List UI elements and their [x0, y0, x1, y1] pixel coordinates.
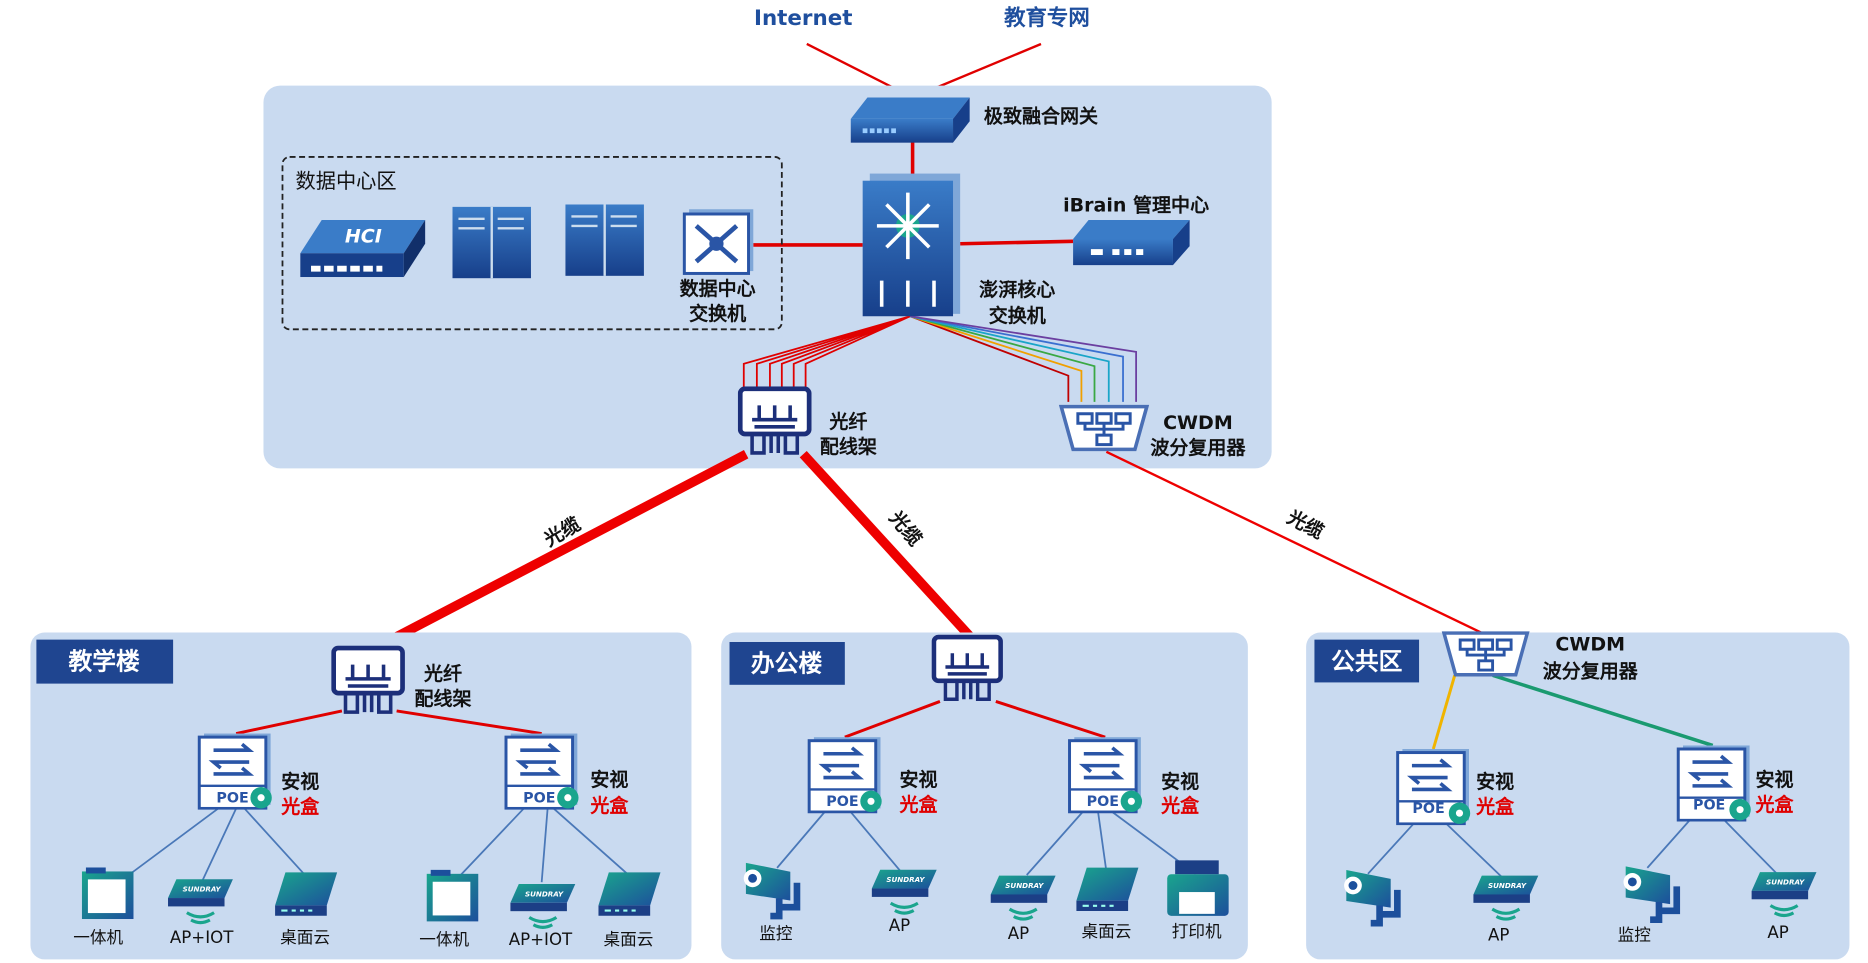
box-sub: 光盒 — [899, 793, 939, 816]
building-name: 公共区 — [1331, 647, 1403, 675]
data-center-label: 数据中心区 — [296, 169, 397, 193]
box-title: 安视 — [900, 768, 938, 791]
data-center-zone — [281, 156, 783, 331]
all-in-one-icon — [81, 867, 134, 920]
device-label: 监控 — [759, 924, 793, 943]
ap-brand-label: SUNDRAY — [1488, 881, 1527, 890]
device-label: 一体机 — [73, 928, 123, 947]
box-title: 安视 — [1161, 770, 1199, 793]
server-icon — [452, 206, 531, 279]
poe-label: POE — [216, 791, 248, 807]
cwdm-icon — [1059, 404, 1149, 452]
device-label: 监控 — [1618, 925, 1652, 944]
dc-switch-label-2: 交换机 — [689, 302, 746, 325]
box-sub: 光盒 — [280, 795, 320, 818]
core-zone — [263, 85, 1272, 469]
building-label-bg — [729, 642, 845, 685]
box-sub: 光盒 — [1755, 793, 1795, 816]
cwdm-icon — [1442, 631, 1530, 677]
poe-label: POE — [1693, 798, 1725, 814]
device-label: 桌面云 — [1081, 922, 1131, 941]
building-name: 办公楼 — [751, 650, 823, 678]
device-label: 打印机 — [1172, 922, 1222, 941]
gateway-label: 极致融合网关 — [984, 104, 1098, 127]
hci-label: HCI — [345, 226, 382, 248]
dc-switch-label-1: 数据中心 — [680, 277, 756, 300]
device-label: AP+IOT — [170, 928, 234, 947]
building-label-bg — [36, 639, 174, 684]
ap-brand-label: SUNDRAY — [886, 875, 925, 884]
patch-panel-label-2: 配线架 — [820, 435, 877, 458]
poe-label: POE — [523, 791, 555, 807]
building-name: 教学楼 — [69, 647, 141, 675]
core-switch-label-1: 澎湃核心 — [979, 278, 1055, 301]
device-label: AP — [889, 916, 910, 935]
device-label: AP+IOT — [509, 930, 573, 949]
fiber-fanout — [742, 315, 1138, 402]
core-switch-label-2: 交换机 — [989, 304, 1046, 327]
cable-label: 光缆 — [1283, 505, 1328, 544]
patch-panel-label-1: 光纤 — [423, 662, 462, 685]
gateway-icon — [850, 97, 970, 143]
building-label-bg — [1314, 639, 1420, 683]
trunk-cables — [373, 449, 1482, 653]
edu-net-label: 教育专网 — [1004, 5, 1090, 31]
server-icon — [565, 204, 644, 276]
cwdm-label-1: CWDM — [1163, 412, 1233, 434]
box-title: 安视 — [281, 770, 319, 793]
ibrain-label: iBrain 管理中心 — [1063, 194, 1209, 217]
internet-label: Internet — [754, 6, 852, 31]
ap-brand-label: SUNDRAY — [1005, 881, 1044, 890]
device-label: 一体机 — [419, 930, 469, 949]
box-sub: 光盒 — [589, 794, 629, 817]
core-links — [753, 140, 1074, 247]
all-in-one-icon — [426, 869, 479, 922]
fiber-link — [1492, 673, 1714, 748]
dc-switch-icon — [682, 209, 754, 275]
patch-panel-label-2: 配线架 — [414, 687, 471, 710]
device-label: AP — [1008, 924, 1029, 943]
cwdm-label-1: CWDM — [1555, 633, 1625, 655]
box-title: 安视 — [1476, 770, 1514, 793]
box-sub: 光盒 — [1160, 794, 1200, 817]
device-label: 桌面云 — [604, 930, 654, 949]
device-label: AP — [1488, 925, 1509, 944]
fiber-link — [1431, 674, 1457, 750]
access-links — [235, 700, 1106, 739]
cwdm-label-2: 波分复用器 — [1543, 660, 1639, 683]
patch-panel-label-1: 光纤 — [828, 410, 867, 433]
ibrain-icon — [1073, 219, 1190, 266]
cwdm-label-2: 波分复用器 — [1150, 436, 1246, 459]
poe-label: POE — [1412, 801, 1444, 817]
hci-icon — [300, 219, 426, 278]
core-switch-icon — [862, 173, 961, 317]
box-title: 安视 — [590, 768, 628, 791]
teaching-building-zone — [30, 632, 692, 960]
poe-label: POE — [826, 794, 858, 810]
ap-brand-label: SUNDRAY — [183, 885, 222, 894]
box-sub: 光盒 — [1475, 795, 1515, 818]
device-label: AP — [1767, 923, 1788, 942]
ap-brand-label: SUNDRAY — [1766, 878, 1805, 887]
ap-brand-label: SUNDRAY — [525, 889, 564, 898]
device-links — [125, 807, 1782, 883]
poe-label: POE — [1087, 794, 1119, 810]
box-title: 安视 — [1756, 768, 1794, 791]
device-label: 桌面云 — [280, 928, 330, 947]
